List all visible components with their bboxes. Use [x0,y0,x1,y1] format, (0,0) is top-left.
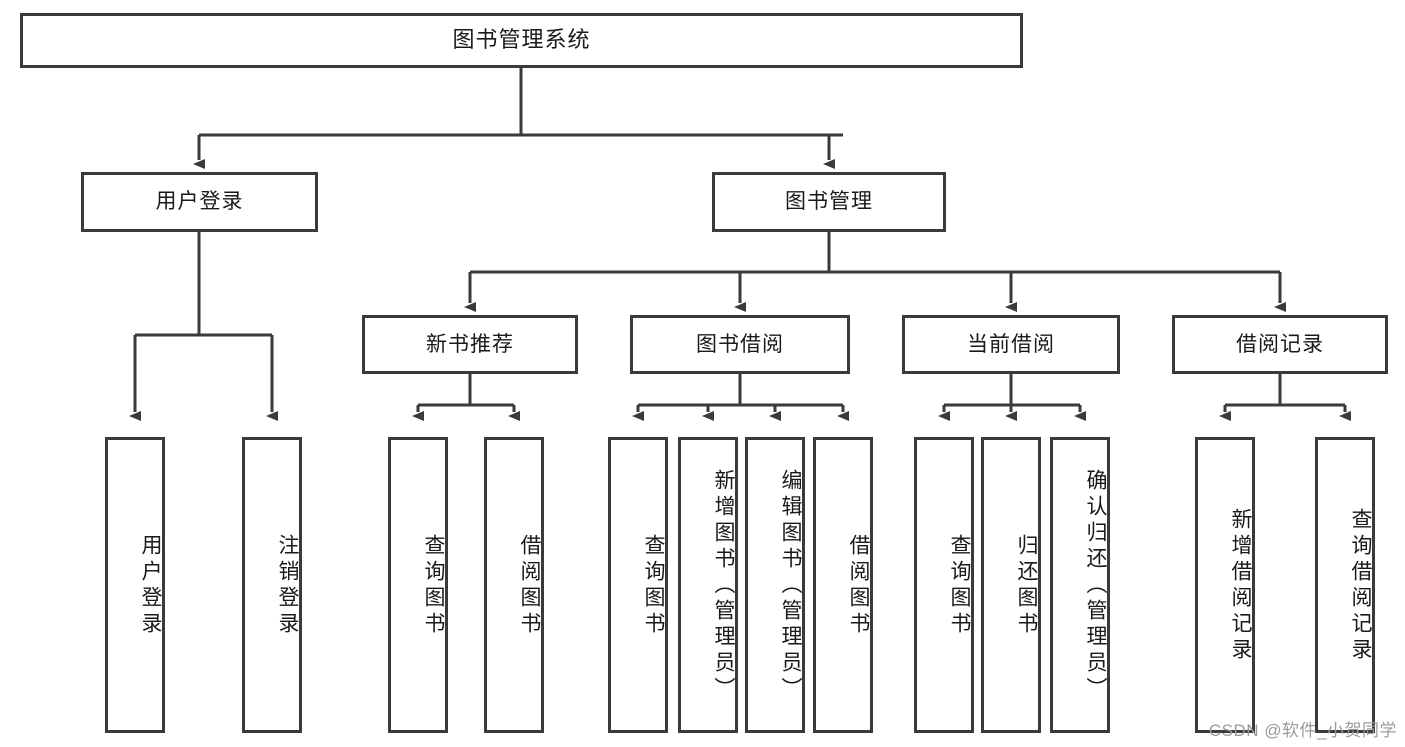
node-user-login[interactable]: 用户登录 [81,172,318,232]
node-label: 图书管理系统 [452,27,591,53]
node-label: 用户登录 [139,534,162,638]
node-current-borrow[interactable]: 当前借阅 [902,315,1120,374]
node-label: 新书推荐 [426,332,514,356]
node-label: 新增图书（管理员） [712,469,735,703]
leaf-current-borrow-return-books[interactable]: 归还图书 [981,437,1041,733]
node-label: 图书管理 [785,190,873,214]
leaf-user-login-signout[interactable]: 注销登录 [242,437,302,733]
leaf-current-borrow-confirm-return-admin[interactable]: 确认归还（管理员） [1050,437,1110,733]
node-book-borrow[interactable]: 图书借阅 [630,315,850,374]
node-label: 查询图书 [422,534,445,638]
leaf-book-borrow-edit-book-admin[interactable]: 编辑图书（管理员） [745,437,805,733]
node-borrow-record[interactable]: 借阅记录 [1172,315,1388,374]
leaf-new-book-query-books[interactable]: 查询图书 [388,437,448,733]
node-new-book-recommend[interactable]: 新书推荐 [362,315,578,374]
leaf-book-borrow-borrow-books[interactable]: 借阅图书 [813,437,873,733]
node-book-management[interactable]: 图书管理 [712,172,946,232]
leaf-borrow-record-query-record[interactable]: 查询借阅记录 [1315,437,1375,733]
node-label: 借阅记录 [1236,332,1324,356]
leaf-user-login-signin[interactable]: 用户登录 [105,437,165,733]
node-label: 用户登录 [155,190,244,214]
node-root-book-management-system[interactable]: 图书管理系统 [20,13,1023,68]
node-label: 图书借阅 [696,332,784,356]
node-label: 当前借阅 [967,332,1055,356]
node-label: 注销登录 [276,534,299,638]
leaf-borrow-record-add-record[interactable]: 新增借阅记录 [1195,437,1255,733]
node-label: 新增借阅记录 [1229,508,1252,664]
leaf-book-borrow-add-book-admin[interactable]: 新增图书（管理员） [678,437,738,733]
node-label: 查询图书 [642,534,665,638]
node-label: 借阅图书 [518,534,541,638]
leaf-current-borrow-query-books[interactable]: 查询图书 [914,437,974,733]
node-label: 借阅图书 [847,534,870,638]
node-label: 查询图书 [948,534,971,638]
node-label: 查询借阅记录 [1349,508,1372,664]
leaf-book-borrow-query-books[interactable]: 查询图书 [608,437,668,733]
node-label: 编辑图书（管理员） [779,469,802,703]
node-label: 确认归还（管理员） [1084,469,1107,703]
node-label: 归还图书 [1015,534,1038,638]
leaf-new-book-borrow-books[interactable]: 借阅图书 [484,437,544,733]
watermark: CSDN @软件_小贺同学 [1208,721,1397,740]
